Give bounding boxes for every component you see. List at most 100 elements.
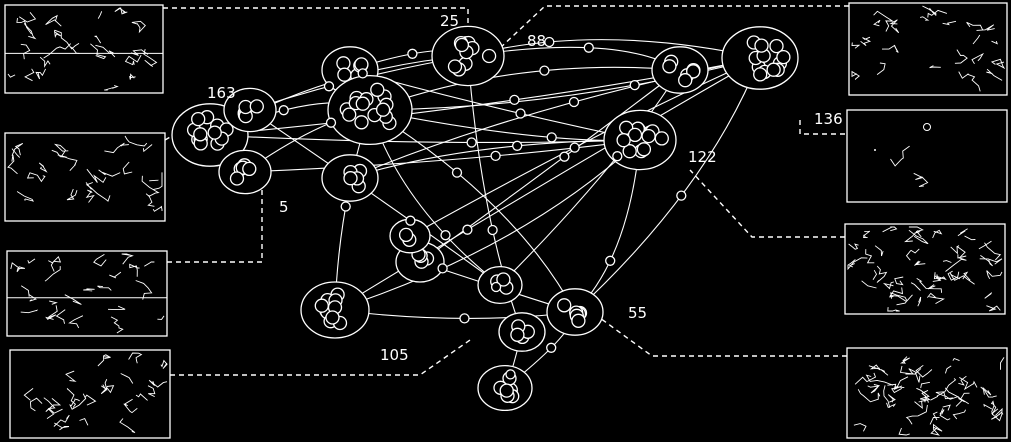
edge-node — [437, 263, 448, 274]
edge-stroke — [930, 423, 943, 436]
edge-stroke — [952, 357, 960, 362]
edge-stroke — [114, 7, 128, 15]
edge-node — [340, 201, 351, 212]
edge-stroke — [85, 182, 111, 202]
graph-node — [481, 48, 497, 64]
edge-stroke — [152, 205, 163, 212]
edge-node — [676, 190, 687, 201]
edge-node — [278, 105, 289, 116]
edge-stroke — [872, 269, 878, 281]
edge-node — [605, 255, 616, 266]
graph-node — [769, 38, 784, 54]
edge-stroke — [51, 149, 67, 158]
edge-stroke — [980, 386, 997, 398]
edge-node — [466, 137, 477, 148]
edge-stroke — [890, 292, 913, 302]
edge-stroke — [958, 375, 967, 386]
edge-stroke — [865, 374, 894, 386]
edge-stroke — [853, 423, 867, 432]
cluster-label-88: 88 — [527, 32, 546, 50]
edge-stroke — [942, 404, 951, 411]
edge-stroke — [890, 145, 910, 167]
edge-stroke — [958, 71, 969, 79]
edge-stroke — [851, 42, 861, 49]
graph-node — [622, 144, 637, 159]
graph-node — [249, 99, 264, 114]
graph-node — [454, 37, 470, 53]
edge-stroke — [97, 354, 111, 367]
edge-stroke — [130, 49, 149, 56]
edge-stroke — [927, 284, 936, 290]
edge-stroke — [899, 356, 910, 364]
edge-stroke — [135, 393, 148, 401]
edge-stroke — [882, 281, 894, 290]
edge-stroke — [48, 255, 62, 272]
edge-node — [559, 151, 570, 162]
graph-node — [571, 313, 586, 328]
edge-stroke — [984, 242, 1002, 261]
edge-stroke — [848, 243, 859, 250]
edge-stroke — [964, 235, 976, 241]
graph-node — [754, 38, 769, 53]
graph-node — [229, 171, 245, 186]
graph-node — [447, 59, 463, 74]
edge-stroke — [23, 388, 34, 401]
edge-stroke — [972, 34, 981, 45]
graph-edge — [419, 69, 681, 263]
graph-node — [627, 127, 643, 143]
edge-stroke — [97, 11, 103, 19]
edge-stroke — [887, 383, 903, 391]
edge-stroke — [160, 359, 168, 369]
thumb-lower-left — [6, 250, 168, 337]
edge-stroke — [966, 21, 984, 31]
graph-node — [343, 171, 358, 186]
point-marker — [874, 149, 876, 151]
edge-stroke — [949, 272, 975, 285]
thumbnail-frame — [844, 223, 1006, 315]
edge-stroke — [104, 85, 119, 91]
thumbnail-frame — [6, 250, 168, 337]
edge-stroke — [157, 315, 165, 320]
edge-stroke — [860, 36, 872, 47]
graph-node — [375, 102, 391, 117]
edge-stroke — [129, 73, 136, 80]
edge-stroke — [967, 73, 981, 92]
cluster-label-163: 163 — [207, 84, 236, 102]
edge-stroke — [914, 389, 931, 410]
edge-stroke — [85, 189, 95, 203]
edge-stroke — [100, 384, 115, 395]
edge-stroke — [122, 161, 133, 175]
edge-stroke — [53, 30, 62, 38]
edge-stroke — [978, 240, 992, 250]
graph-node — [654, 131, 669, 146]
edge-node — [546, 342, 557, 353]
graph-node — [686, 64, 701, 79]
point-marker — [923, 123, 931, 131]
connector-line — [163, 7, 469, 40]
graph-node — [496, 272, 511, 287]
edge-stroke — [147, 385, 156, 398]
graph-node — [678, 73, 693, 88]
edge-stroke — [942, 20, 957, 26]
edge-stroke — [53, 143, 69, 152]
edge-node — [509, 94, 520, 106]
edge-stroke — [873, 19, 881, 27]
edge-stroke — [905, 368, 921, 383]
edge-stroke — [1000, 357, 1005, 370]
connector-line — [689, 169, 845, 238]
edge-stroke — [43, 43, 72, 59]
graph-node — [191, 111, 206, 127]
edge-stroke — [957, 254, 967, 259]
edge-stroke — [915, 364, 933, 378]
edge-stroke — [135, 280, 153, 300]
edge-node — [325, 117, 337, 128]
edge-stroke — [874, 245, 884, 257]
edge-stroke — [990, 400, 997, 416]
edge-stroke — [882, 44, 899, 53]
edge-stroke — [863, 234, 868, 238]
edge-stroke — [149, 179, 159, 182]
edge-stroke — [851, 70, 860, 80]
edge-stroke — [876, 265, 888, 283]
graph-node — [499, 383, 514, 398]
